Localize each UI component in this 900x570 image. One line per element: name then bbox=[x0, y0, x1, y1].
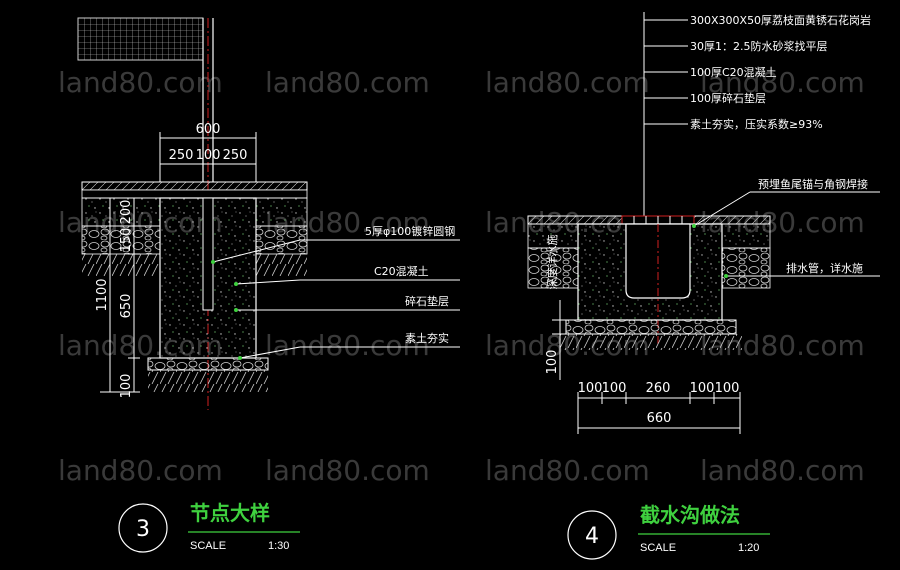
watermark: land80.com bbox=[58, 66, 223, 99]
detail-left: 600 250 100 250 200 150 1100 650 100 bbox=[77, 17, 460, 553]
gravel-bed bbox=[147, 357, 269, 371]
dim-lines-right-left bbox=[552, 300, 566, 380]
dim-bottom-b: 100 bbox=[602, 381, 627, 396]
watermark: land80.com bbox=[265, 454, 430, 487]
vertical-depth-label: 深度详水施 bbox=[545, 235, 559, 290]
dim-bottom-a: 100 bbox=[578, 381, 603, 396]
scale-label: SCALE bbox=[640, 542, 676, 554]
dim-bottom-total: 660 bbox=[647, 411, 672, 426]
leader-dot bbox=[211, 260, 215, 264]
note-gravel: 100厚碎石垫层 bbox=[690, 91, 766, 105]
note-soil: 素土夯实，压实系数≥93% bbox=[690, 117, 823, 131]
side-note-leaders bbox=[693, 191, 880, 277]
scale-value: 1:20 bbox=[738, 542, 759, 554]
scale-value: 1:30 bbox=[268, 540, 289, 552]
grating-bars bbox=[633, 216, 683, 224]
watermark: land80.com bbox=[700, 66, 865, 99]
channel-gravel-bed bbox=[565, 319, 737, 335]
detail-right: 300X300X50厚荔枝面黄锈石花岗岩 30厚1：2.5防水砂浆找平层 100… bbox=[527, 12, 880, 560]
concrete-layer-right bbox=[255, 197, 308, 227]
detail-title: 节点大样 bbox=[190, 501, 270, 525]
note-concrete: C20混凝土 bbox=[374, 264, 429, 278]
dim-100: 100 bbox=[119, 374, 134, 399]
dim-bottom-d: 100 bbox=[690, 381, 715, 396]
concrete-right bbox=[721, 223, 771, 249]
note-mortar: 30厚1：2.5防水砂浆找平层 bbox=[690, 39, 828, 53]
note-soil: 素土夯实 bbox=[405, 331, 449, 345]
watermark: land80.com bbox=[265, 329, 430, 362]
mortar-layer bbox=[81, 189, 308, 199]
soil-left bbox=[82, 254, 160, 276]
paving-layer bbox=[81, 181, 308, 191]
gravel-right bbox=[721, 247, 771, 289]
dim-width-c: 250 bbox=[223, 148, 248, 163]
watermark: land80.com bbox=[265, 66, 430, 99]
gravel-left bbox=[527, 247, 579, 289]
dim-lines-left bbox=[100, 197, 140, 393]
dim-bottom-c: 260 bbox=[646, 381, 671, 396]
note-leaders-left bbox=[212, 239, 460, 359]
soil-right bbox=[256, 254, 307, 276]
note-ticks bbox=[644, 19, 688, 125]
dim-650: 650 bbox=[119, 294, 134, 319]
leader-dot bbox=[724, 274, 728, 278]
detail-number-circle bbox=[118, 503, 168, 553]
note-gravel: 碎石垫层 bbox=[405, 294, 449, 308]
watermark: land80.com bbox=[58, 454, 223, 487]
note-granite: 300X300X50厚荔枝面黄锈石花岗岩 bbox=[690, 13, 871, 27]
dim-width-b: 100 bbox=[196, 148, 221, 163]
watermark: land80.com bbox=[485, 66, 650, 99]
detail-number: 4 bbox=[585, 524, 599, 549]
leader-dot bbox=[238, 356, 242, 360]
dim-150: 150 bbox=[119, 228, 134, 253]
note-steel-post: 5厚φ100镀锌圆钢 bbox=[365, 224, 455, 238]
note-anchor: 预埋鱼尾锚与角钢焊接 bbox=[758, 177, 868, 191]
dim-width-a: 250 bbox=[169, 148, 194, 163]
leader-dot bbox=[234, 282, 238, 286]
dim-total-width: 600 bbox=[196, 122, 221, 137]
steel-post bbox=[202, 197, 214, 311]
detail-number: 3 bbox=[136, 517, 150, 542]
dim-1100: 1100 bbox=[95, 278, 110, 311]
dim-lines-bottom bbox=[577, 392, 741, 434]
leader-dot bbox=[692, 224, 696, 228]
dim-bottom-e: 100 bbox=[715, 381, 740, 396]
detail-title: 截水沟做法 bbox=[640, 503, 740, 527]
channel-rammed-soil bbox=[560, 334, 742, 350]
leader-dot bbox=[234, 308, 238, 312]
note-drain-pipe: 排水管，详水施 bbox=[786, 261, 863, 275]
dim-lines-top bbox=[159, 132, 257, 182]
watermark: land80.com bbox=[700, 454, 865, 487]
dim-200: 200 bbox=[119, 200, 134, 225]
scale-label: SCALE bbox=[190, 540, 226, 552]
rammed-soil bbox=[148, 370, 268, 392]
note-concrete: 100厚C20混凝土 bbox=[690, 65, 777, 79]
dim-100: 100 bbox=[545, 350, 560, 375]
watermark: land80.com bbox=[485, 454, 650, 487]
concrete-layer-left bbox=[81, 197, 161, 227]
detail-number-circle bbox=[567, 510, 617, 560]
railing-mesh bbox=[77, 17, 204, 61]
